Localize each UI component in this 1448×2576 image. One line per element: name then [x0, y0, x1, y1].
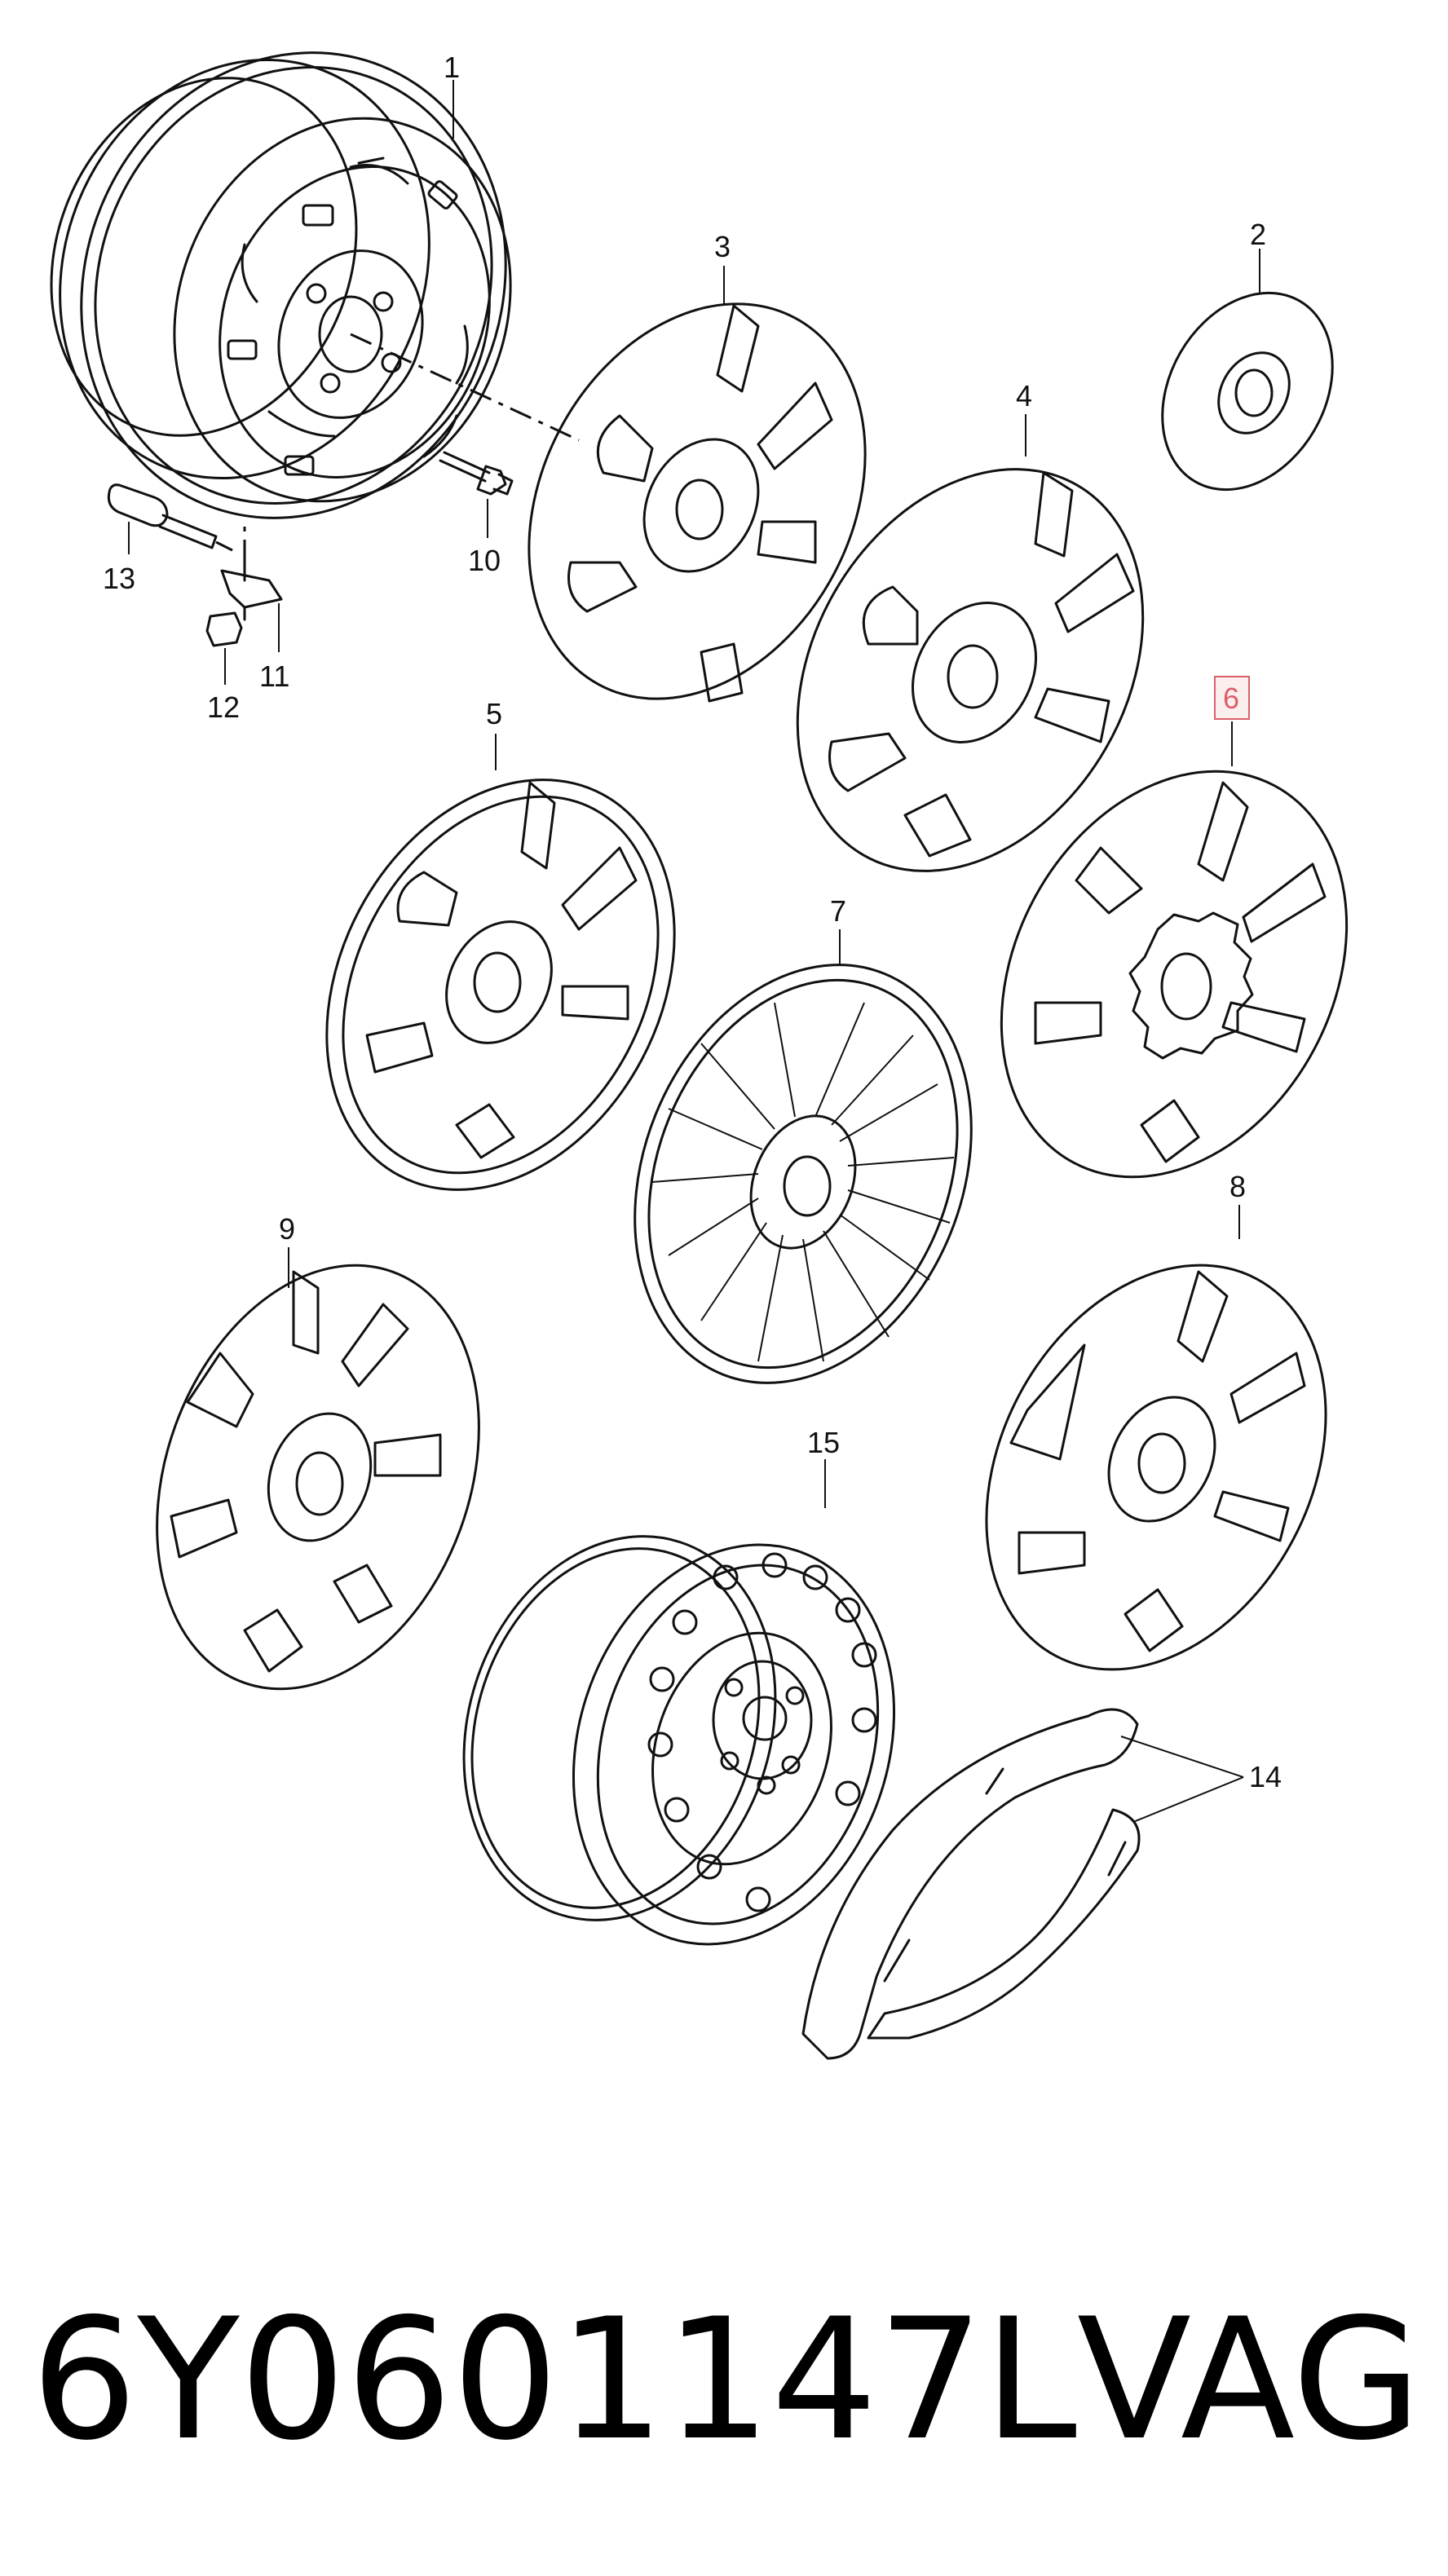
leader-14a	[1120, 1736, 1244, 1778]
callout-9: 9	[279, 1212, 295, 1246]
leader-14b	[1132, 1776, 1244, 1823]
callout-6-highlight: 6	[1214, 676, 1250, 720]
wheel-cover-part-9	[156, 1264, 480, 1691]
callout-14: 14	[1249, 1760, 1282, 1793]
callout-6: 6	[1223, 681, 1239, 715]
hub-cap-part-2	[1161, 291, 1334, 492]
steel-wheel-part-15	[462, 1535, 896, 1946]
axis-line-wheel-1	[350, 333, 580, 442]
steel-wheel-part-1	[50, 51, 512, 519]
part-caption: 6Y0601147L VAG	[31, 2283, 1421, 2478]
wheel-cover-part-5	[325, 779, 676, 1191]
wheel-cover-part-6	[1000, 770, 1349, 1179]
brand-name: VAG	[1076, 2283, 1422, 2477]
callout-12: 12	[207, 690, 240, 724]
sensor-nut-part-12	[205, 611, 243, 647]
callout-3: 3	[714, 230, 731, 263]
callout-8: 8	[1229, 1170, 1246, 1203]
callout-15: 15	[807, 1426, 840, 1459]
wheel-cover-part-3	[528, 302, 867, 703]
wheel-bolt-part-10	[439, 451, 514, 496]
callout-11: 11	[259, 659, 289, 693]
callout-1: 1	[444, 51, 460, 84]
wheel-cover-part-8	[985, 1264, 1327, 1671]
callout-13: 13	[103, 562, 135, 595]
callout-2: 2	[1250, 218, 1266, 251]
callout-5: 5	[486, 697, 502, 730]
balance-weight-part-14	[801, 1708, 1141, 2060]
callout-4: 4	[1016, 379, 1032, 412]
wheel-cover-part-4	[796, 468, 1145, 872]
callout-7: 7	[830, 894, 846, 928]
tire-valve-part-13	[107, 483, 233, 552]
wheel-cover-part-7	[634, 964, 973, 1384]
tpms-sensor-part-11	[220, 561, 283, 621]
part-number: 6Y0601147L	[31, 2283, 1077, 2477]
callout-10: 10	[468, 544, 501, 577]
